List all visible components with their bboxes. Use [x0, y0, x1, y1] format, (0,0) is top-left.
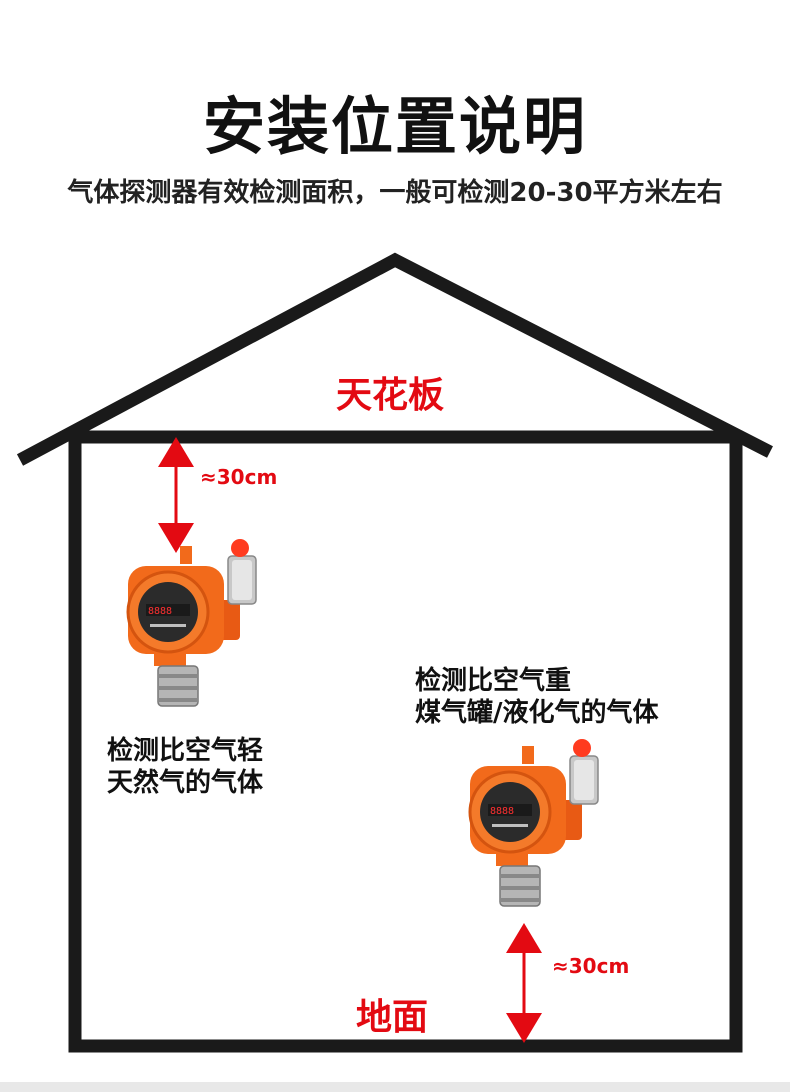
- right-description-line-2: 煤气罐/液化气的气体: [415, 698, 659, 728]
- page-subtitle: 气体探测器有效检测面积，一般可检测20-30平方米左右: [67, 178, 723, 208]
- right-description-line-1: 检测比空气重: [415, 666, 572, 696]
- right-detector-description: 检测比空气重 煤气罐/液化气的气体: [415, 665, 659, 729]
- left-detector-description: 检测比空气轻 天然气的气体: [107, 735, 263, 799]
- svg-text:8888: 8888: [148, 606, 172, 617]
- left-detector-icon: 8888: [126, 539, 257, 707]
- right-distance-label: ≈30cm: [552, 954, 630, 978]
- left-description-line-1: 检测比空气轻: [107, 736, 264, 766]
- floor-label: 地面: [356, 997, 429, 1038]
- right-detector-icon: 8888: [468, 739, 599, 907]
- svg-text:8888: 8888: [490, 806, 514, 817]
- bottom-divider: [0, 1082, 790, 1092]
- left-distance-label: ≈30cm: [200, 465, 278, 489]
- left-description-line-2: 天然气的气体: [107, 768, 264, 798]
- ceiling-label: 天花板: [336, 375, 445, 416]
- page-title: 安装位置说明: [202, 90, 587, 163]
- house-walls: [68, 430, 743, 1053]
- roof-line: [16, 252, 773, 466]
